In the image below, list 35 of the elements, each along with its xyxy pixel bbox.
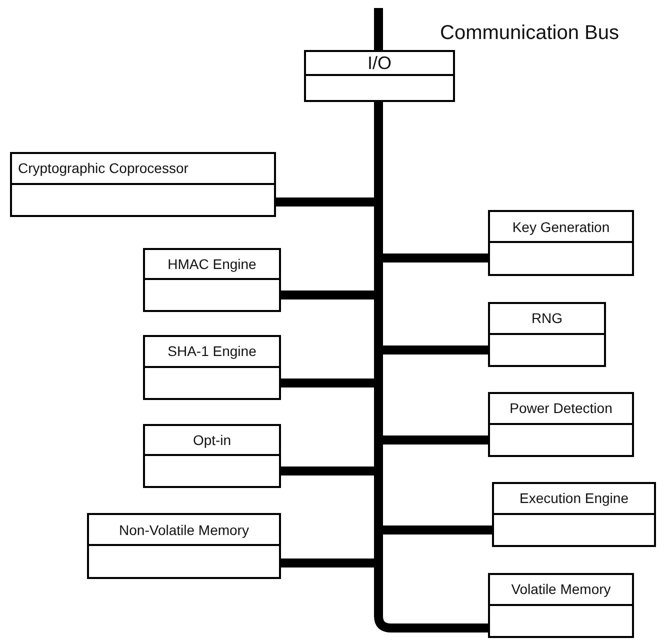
module-label: HMAC Engine <box>168 256 256 272</box>
bus-connector <box>383 346 488 354</box>
bus-connector <box>276 198 374 206</box>
bus-connector <box>374 102 383 118</box>
module-box <box>488 392 634 457</box>
bus-connector <box>281 290 374 300</box>
module-label: Opt-in <box>192 432 232 448</box>
module-box <box>488 302 606 367</box>
module-box <box>304 50 455 102</box>
bus-connector <box>374 8 383 50</box>
bus-label: Communication Bus <box>440 22 619 45</box>
bus-connector <box>374 616 488 632</box>
bus-connector <box>383 436 488 444</box>
module-label: SHA-1 Engine <box>168 343 256 360</box>
bus-connector <box>383 254 488 262</box>
module-box <box>143 424 281 488</box>
bus-connector <box>281 378 374 388</box>
bus-connector <box>383 526 492 534</box>
module-label: Execution Engine <box>520 490 628 506</box>
module-box <box>492 482 656 547</box>
module-box <box>10 152 276 217</box>
module-box <box>87 513 281 579</box>
module-label: Non-Volatile Memory <box>119 522 249 538</box>
module-label: Cryptographic Coprocessor <box>18 160 188 176</box>
module-box <box>488 573 634 638</box>
module-box <box>143 335 281 400</box>
module-label: Key Generation <box>512 218 610 234</box>
bus-connector <box>281 558 374 568</box>
bus-connector <box>281 466 374 476</box>
module-box <box>488 210 634 276</box>
module-label: RNG <box>531 310 563 326</box>
module-label: I/O <box>367 52 392 74</box>
module-box <box>143 248 281 312</box>
module-label: Volatile Memory <box>511 581 611 598</box>
module-label: Power Detection <box>510 400 612 416</box>
